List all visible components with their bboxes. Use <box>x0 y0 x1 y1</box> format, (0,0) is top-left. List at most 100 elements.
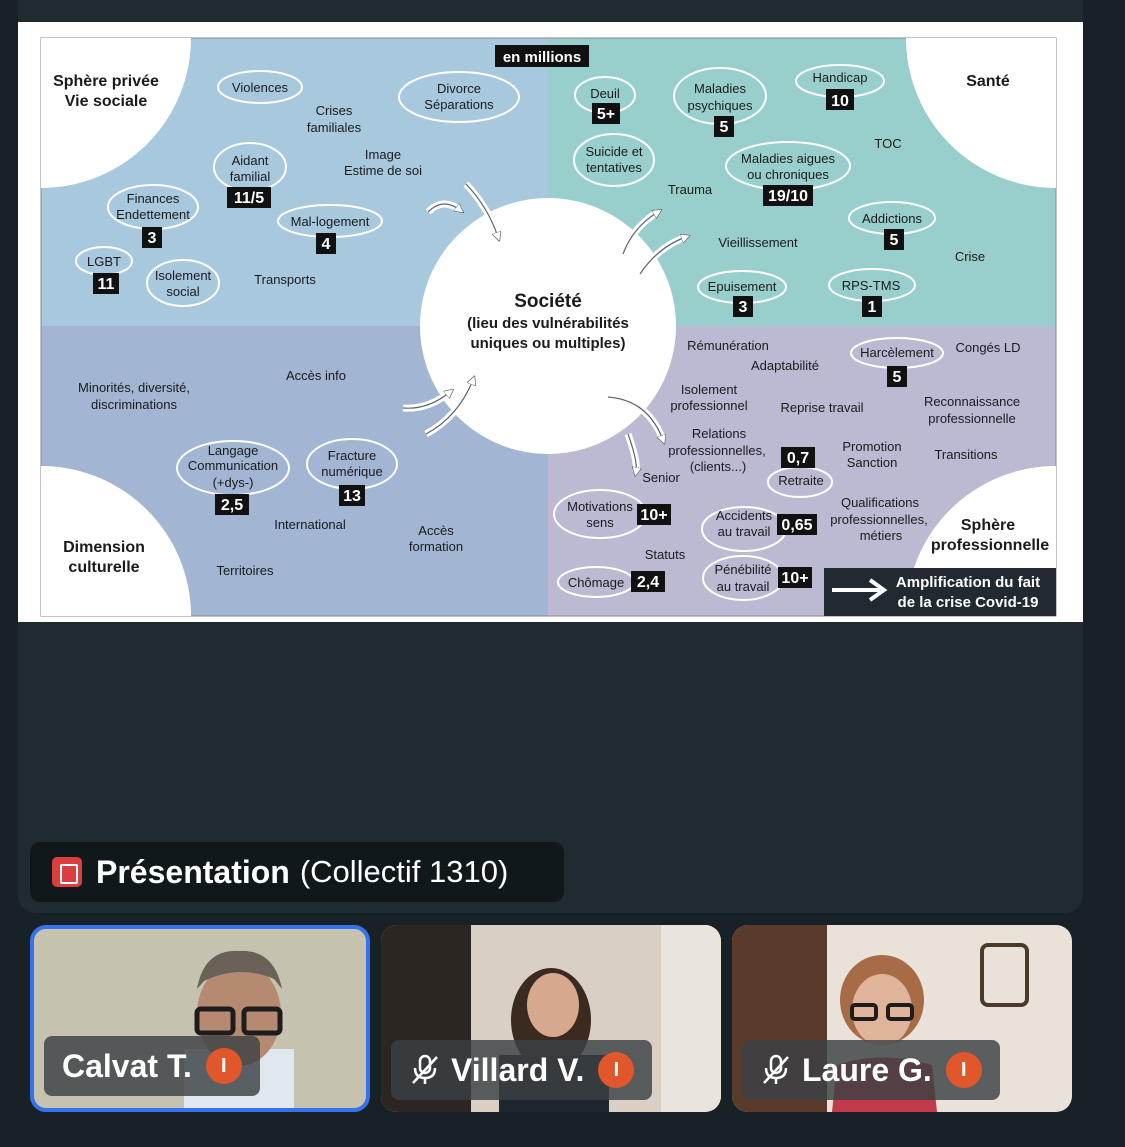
minorites-l2: discriminations <box>91 397 177 412</box>
fracture-value: 13 <box>343 488 361 505</box>
suicide-l1: Suicide et <box>585 144 642 159</box>
crise: Crise <box>955 249 985 264</box>
langage-value: 2,5 <box>221 497 243 514</box>
toc: TOC <box>874 136 901 151</box>
pdf-icon <box>52 857 82 887</box>
harcelement-label: Harcèlement <box>860 345 934 360</box>
maladies-psy-l1: Maladies <box>694 81 747 96</box>
center-sub1: (lieu des vulnérabilités <box>467 315 629 332</box>
harcelement-value: 5 <box>893 369 902 386</box>
participant-tile-villard[interactable]: Villard V. I <box>381 925 721 1112</box>
handicap-label: Handicap <box>813 70 868 85</box>
qualifications-l1: Qualifications <box>841 495 920 510</box>
motivations-l1: Motivations <box>567 499 633 514</box>
accidents-l2: au travail <box>718 524 771 539</box>
penibilite-l1: Pénébilité <box>714 562 771 577</box>
maladies-psy-value: 5 <box>720 119 729 136</box>
adaptabilite: Adaptabilité <box>751 358 819 373</box>
lgbt-value: 11 <box>98 276 115 293</box>
penibilite-l2: au travail <box>717 579 770 594</box>
aigues-l2: ou chroniques <box>747 167 829 182</box>
addictions-value: 5 <box>890 232 899 249</box>
name-tag: Laure G. I <box>742 1040 1000 1100</box>
mic-muted-icon <box>763 1054 789 1084</box>
logement-value: 4 <box>322 236 331 253</box>
motivations-l2: sens <box>586 515 614 530</box>
reprise: Reprise travail <box>780 400 863 415</box>
name-tag: Calvat T. I <box>44 1036 260 1096</box>
chomage-value: 2,4 <box>637 574 659 591</box>
q-private-title2: Vie sociale <box>65 93 148 110</box>
isolement-l1: Isolement <box>155 268 212 283</box>
shared-slide[interactable]: en millions Sphère privée Vie sociale Sa… <box>18 22 1083 622</box>
image-l2: Estime de soi <box>344 163 422 178</box>
international: International <box>274 517 346 532</box>
presentation-label[interactable]: Présentation (Collectif 1310) <box>30 842 564 902</box>
aigues-l1: Maladies aigues <box>741 151 835 166</box>
center-circle <box>420 198 676 454</box>
rps-value: 1 <box>868 299 877 316</box>
deuil-label: Deuil <box>590 86 620 101</box>
epuisement-value: 3 <box>739 299 748 316</box>
pro-isolement-l1: Isolement <box>681 382 738 397</box>
participant-tile-calvat[interactable]: Calvat T. I <box>30 925 370 1112</box>
vieillissement: Vieillissement <box>718 235 798 250</box>
unit-label: en millions <box>503 49 581 66</box>
territoires: Territoires <box>216 563 274 578</box>
q-culture-title1: Dimension <box>63 539 145 556</box>
addictions-label: Addictions <box>862 211 922 226</box>
statuts: Statuts <box>645 547 686 562</box>
penibilite-value: 10+ <box>781 570 808 587</box>
presentation-title: Présentation <box>96 853 290 890</box>
q-health-title: Santé <box>966 73 1010 90</box>
senior: Senior <box>642 470 680 485</box>
accidents-l1: Accidents <box>716 508 773 523</box>
relations-l2: professionnelles, <box>668 443 766 458</box>
q-culture-title2: culturelle <box>68 559 139 576</box>
participant-tile-laure[interactable]: Laure G. I <box>732 925 1072 1112</box>
relations-l3: (clients...) <box>690 459 746 474</box>
promotion-l1: Promotion <box>842 439 901 454</box>
raised-hand-badge: I <box>598 1052 635 1088</box>
pro-isolement-l2: professionnel <box>670 398 747 413</box>
maladies-psy-l2: psychiques <box>687 98 753 113</box>
accidents-value: 0,65 <box>781 517 812 534</box>
aidant-l2: familial <box>230 169 271 184</box>
aidant-l1: Aidant <box>232 153 269 168</box>
isolement-l2: social <box>166 284 199 299</box>
langage-l3: (+dys-) <box>213 475 254 490</box>
presentation-subtitle: (Collectif 1310) <box>299 854 509 889</box>
epuisement-label: Epuisement <box>708 279 777 294</box>
finances-l1: Finances <box>127 191 180 206</box>
participant-name: Villard V. <box>451 1051 585 1088</box>
qualifications-l2: professionnelles, <box>830 512 928 527</box>
promotion-l2: Sanction <box>847 455 898 470</box>
retraite-value: 0,7 <box>787 450 809 467</box>
participant-name: Calvat T. <box>62 1047 192 1084</box>
trauma: Trauma <box>668 182 713 197</box>
q-private-title1: Sphère privée <box>53 73 159 90</box>
mic-muted-icon <box>412 1054 438 1084</box>
lgbt-label: LGBT <box>87 254 121 269</box>
motivations-value: 10+ <box>640 507 667 524</box>
divorce-l2: Séparations <box>424 97 494 112</box>
deuil-value: 5+ <box>597 106 615 123</box>
aidant-value: 11/5 <box>234 190 264 207</box>
langage-l1: Langage <box>208 443 259 458</box>
q-pro-title1: Sphère <box>961 517 1015 534</box>
logement-label: Mal-logement <box>291 214 370 229</box>
rps-label: RPS-TMS <box>842 278 901 293</box>
reconnaissance-l2: professionnelle <box>928 411 1015 426</box>
banner-l1: Amplification du fait <box>896 574 1040 591</box>
crises-l2: familiales <box>307 120 362 135</box>
qualifications-l3: métiers <box>860 528 903 543</box>
aigues-value: 19/10 <box>768 188 808 205</box>
raised-hand-badge: I <box>945 1052 982 1088</box>
center-sub2: uniques ou multiples) <box>470 335 625 352</box>
raised-hand-badge: I <box>205 1048 242 1084</box>
handicap-value: 10 <box>831 93 849 110</box>
image-l1: Image <box>365 147 401 162</box>
relations-l1: Relations <box>692 426 747 441</box>
retraite-label: Retraite <box>778 473 824 488</box>
